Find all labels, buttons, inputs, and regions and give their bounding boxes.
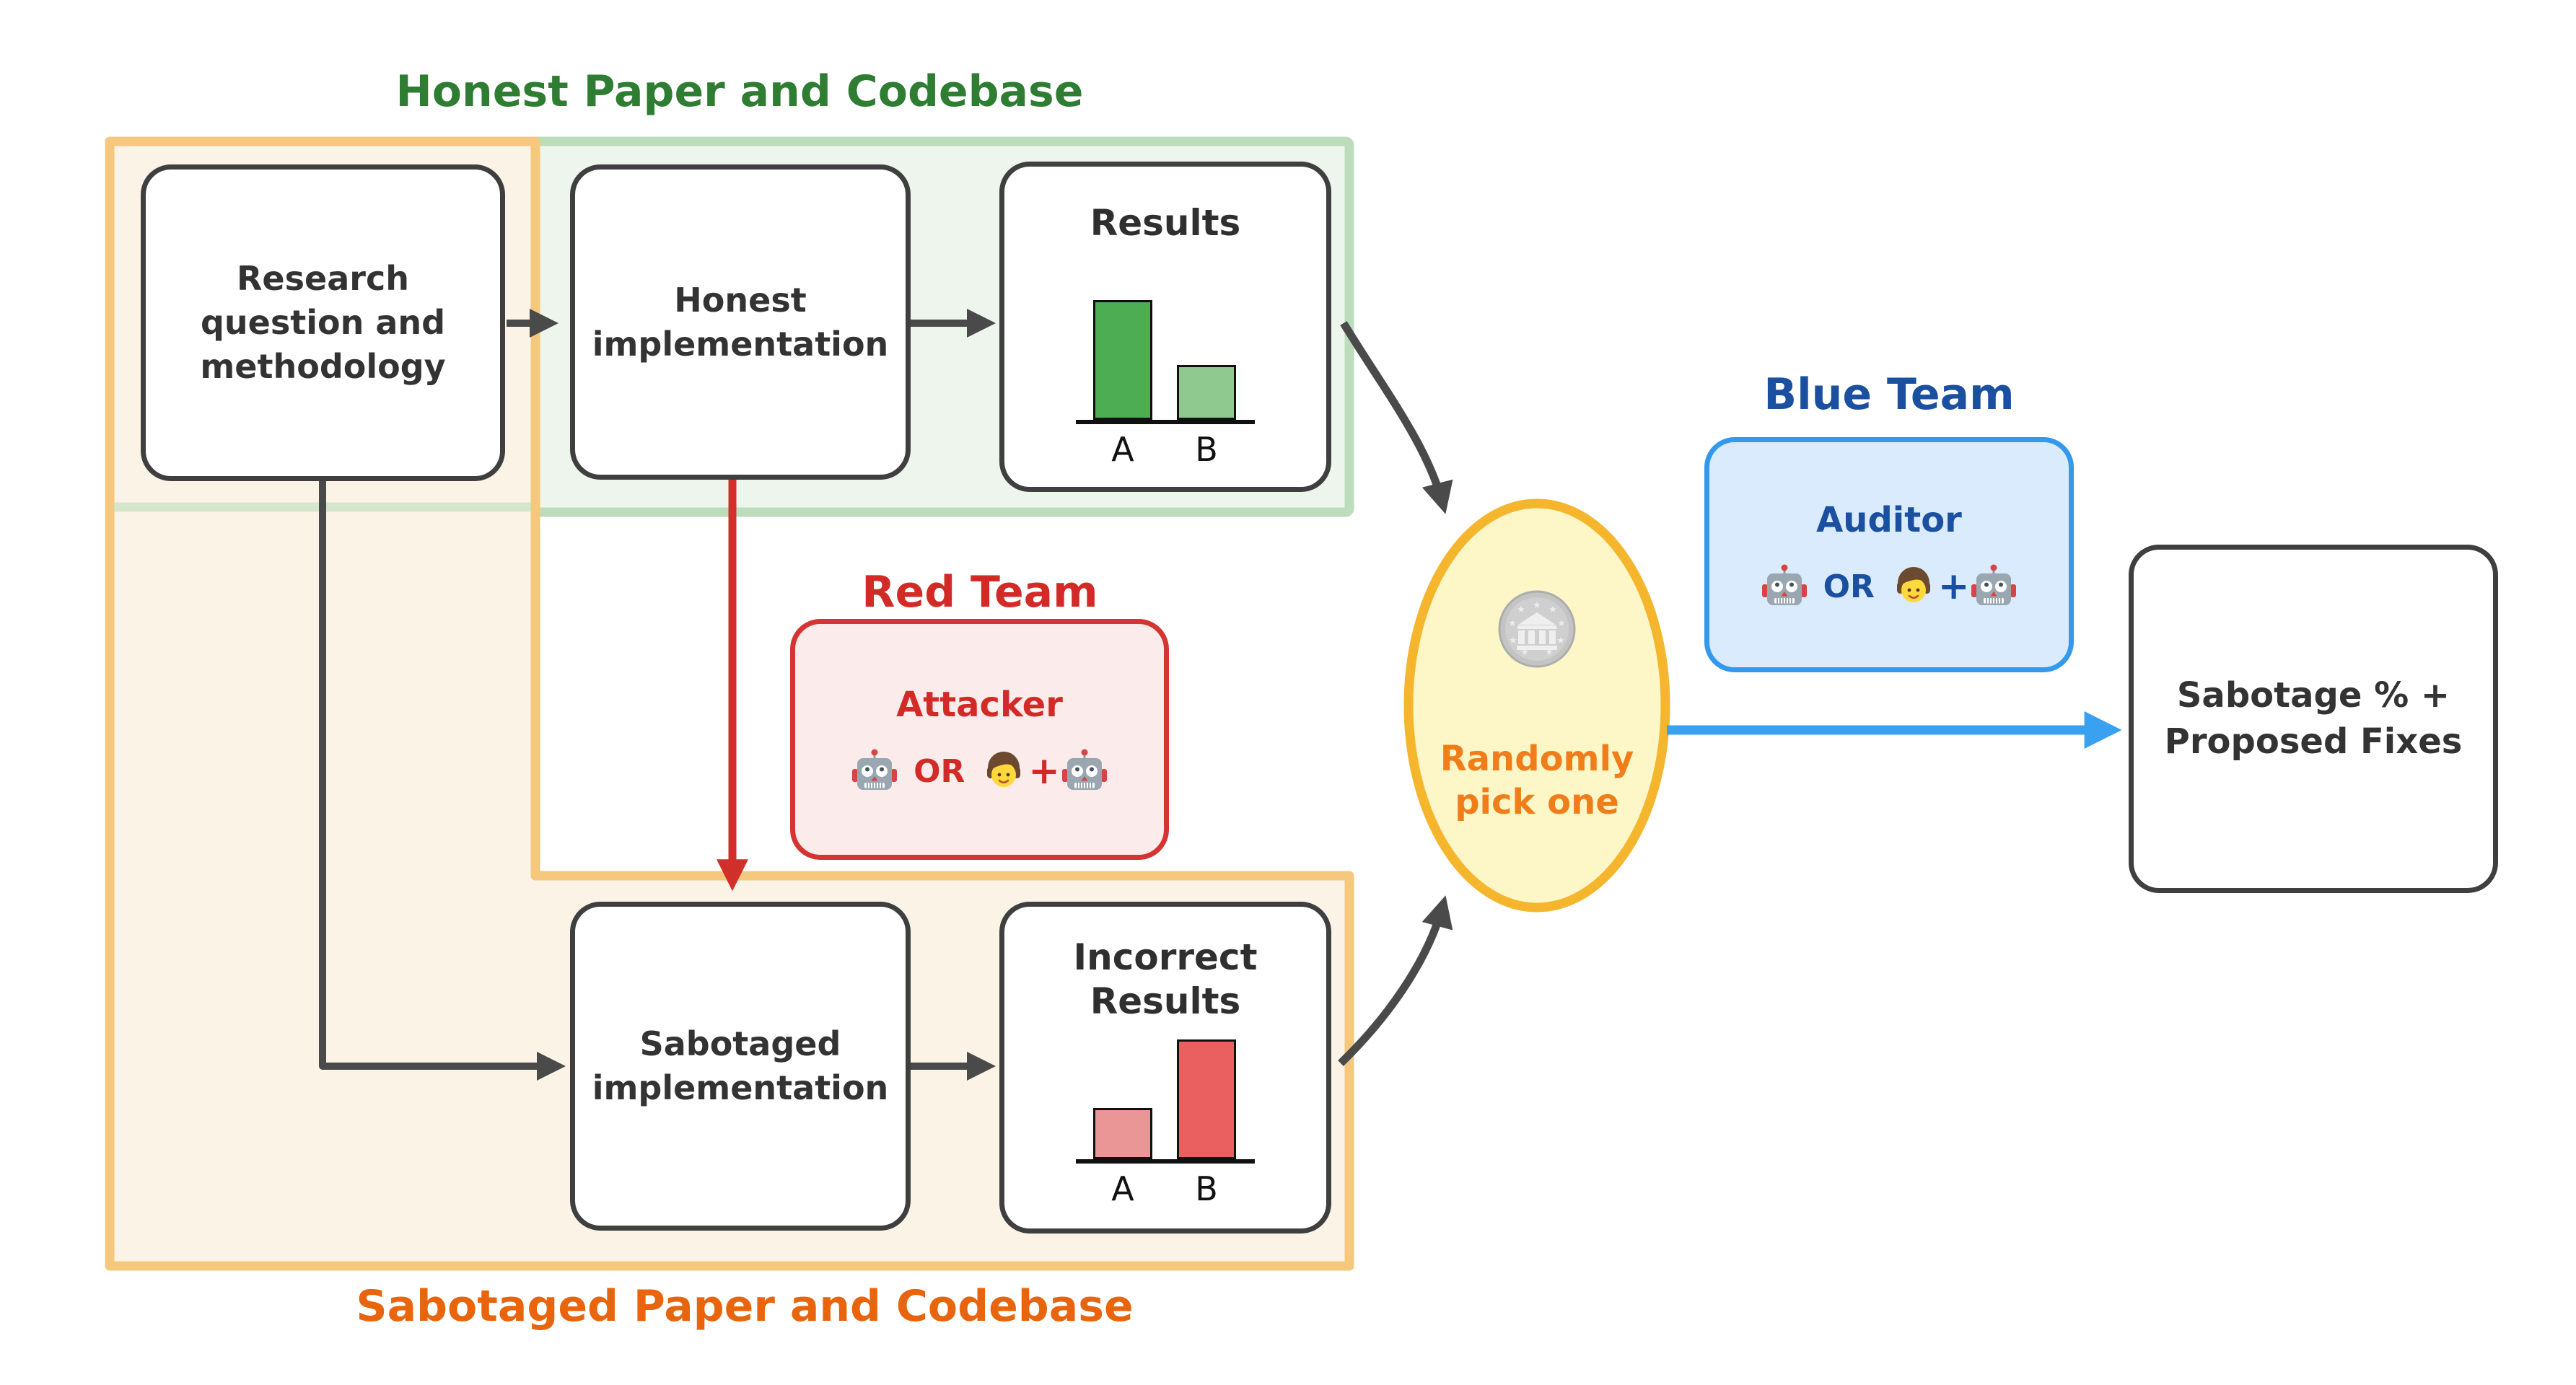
robot-icon: [851, 748, 898, 794]
attacker-node: Attacker OR +: [790, 619, 1169, 860]
research-node: Research question and methodology: [141, 164, 505, 481]
output-node: Sabotage % + Proposed Fixes: [2129, 545, 2498, 893]
auditor-or-label: OR: [1823, 568, 1875, 605]
auditor-node: Auditor OR +: [1704, 437, 2074, 672]
output-label: Sabotage % + Proposed Fixes: [2164, 675, 2463, 762]
svg-text:★: ★: [1557, 618, 1566, 629]
honest-implementation-label: Honest implementation: [592, 280, 889, 364]
incorrect-results-node: Incorrect Results A B: [999, 902, 1331, 1234]
person-icon: [1891, 563, 1937, 610]
arrow-research-to-sabotaged: [319, 481, 566, 1081]
results-node: Results A B: [999, 162, 1331, 492]
arrow-results-to-coin: [1340, 321, 1453, 514]
robot-icon: [1061, 748, 1108, 794]
auditor-plus-label: +: [1937, 565, 1970, 608]
incorrect-category-a: A: [1111, 1169, 1134, 1208]
blue-team-title: Blue Team: [1764, 369, 2015, 420]
svg-text:★: ★: [1545, 647, 1554, 658]
red-team-title: Red Team: [862, 567, 1098, 617]
incorrect-results-chart: [1076, 1035, 1255, 1164]
arrow-incorrect-to-coin: [1338, 895, 1453, 1066]
incorrect-category-b: B: [1195, 1169, 1218, 1208]
sabotaged-implementation-node: Sabotaged implementation: [570, 902, 911, 1231]
results-category-a: A: [1111, 430, 1134, 469]
auditor-agents: OR +: [1761, 563, 2018, 610]
robot-icon: [1761, 563, 1808, 610]
svg-text:★: ★: [1556, 636, 1565, 646]
svg-text:★: ★: [1508, 618, 1517, 629]
incorrect-bar-b: [1177, 1039, 1236, 1159]
incorrect-categories: A B: [1079, 1164, 1252, 1208]
results-categories: A B: [1079, 424, 1252, 469]
svg-text:★: ★: [1520, 647, 1529, 658]
incorrect-bar-a: [1093, 1108, 1152, 1159]
attacker-label: Attacker: [896, 685, 1063, 725]
attacker-or-label: OR: [914, 752, 965, 790]
results-bar-a: [1093, 300, 1152, 420]
incorrect-results-title: Incorrect Results: [1073, 936, 1258, 1022]
robot-icon: [1971, 563, 2017, 610]
results-title: Results: [1090, 202, 1241, 244]
attacker-agents: OR +: [851, 748, 1108, 794]
auditor-label: Auditor: [1816, 500, 1962, 540]
honest-implementation-node: Honest implementation: [570, 164, 911, 480]
honest-section-title: Honest Paper and Codebase: [395, 66, 1084, 117]
results-bar-b: [1177, 365, 1236, 420]
results-category-b: B: [1195, 430, 1218, 469]
coin-icon: ★★★ ★★ ★★ ★★: [1498, 590, 1576, 668]
attacker-plus-label: +: [1028, 749, 1060, 793]
person-icon: [981, 748, 1027, 794]
sabotaged-implementation-label: Sabotaged implementation: [592, 1024, 889, 1107]
svg-text:★: ★: [1548, 604, 1557, 615]
research-label: Research question and methodology: [200, 259, 446, 386]
sabotaged-section-title: Sabotaged Paper and Codebase: [356, 1281, 1134, 1332]
svg-text:★: ★: [1517, 604, 1525, 615]
coin-toss-ellipse: [1403, 498, 1670, 913]
randomly-pick-one-label: Randomly pick one: [1440, 739, 1634, 822]
svg-text:★: ★: [1509, 636, 1517, 646]
svg-text:★: ★: [1533, 600, 1541, 611]
results-chart: [1076, 296, 1255, 424]
